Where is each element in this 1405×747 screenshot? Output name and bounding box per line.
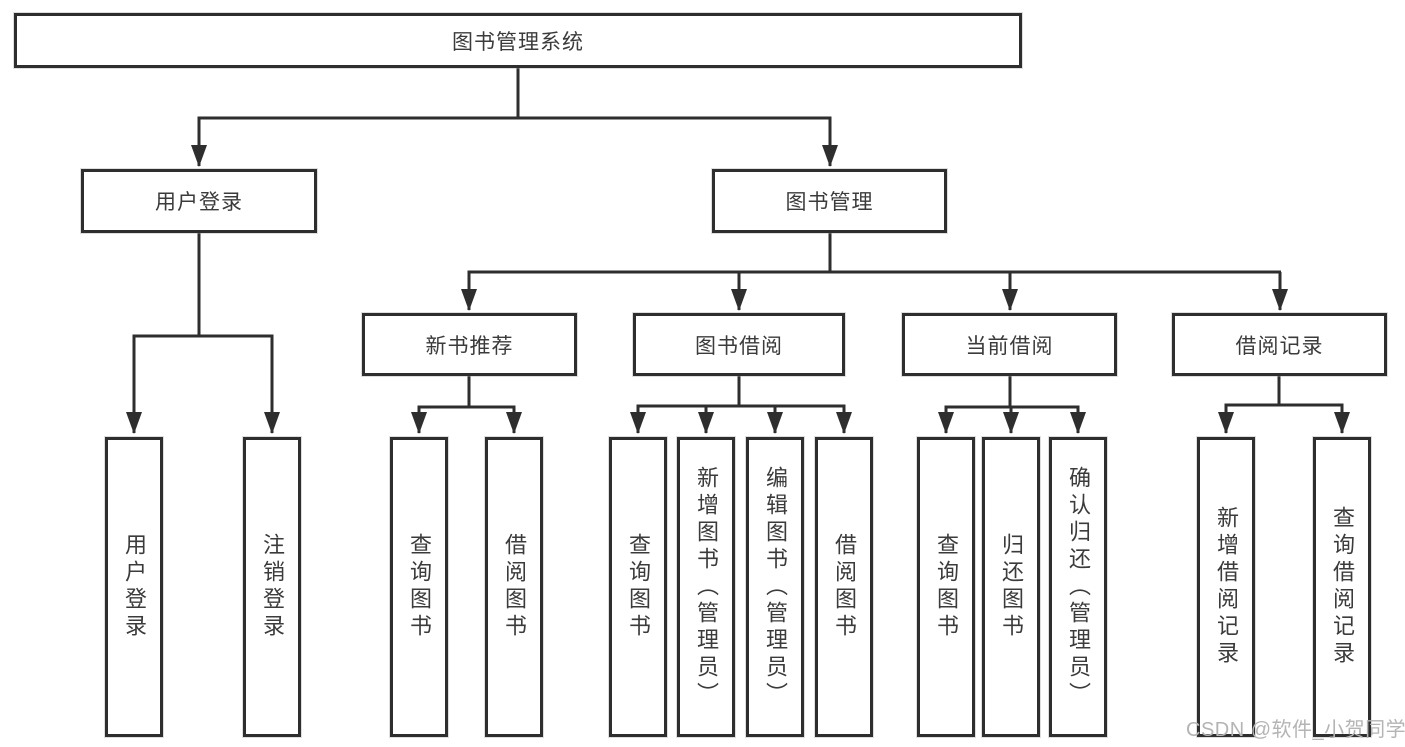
leaf-records-query-record: 查询借阅记录 [1313,437,1371,737]
node-current-borrowing: 当前借阅 [902,313,1117,376]
node-label: 借阅记录 [1235,334,1324,358]
leaf-borrow-borrow-books: 借阅图书 [815,437,873,737]
node-root-label: 图书管理系统 [452,30,584,54]
node-label: 当前借阅 [965,334,1054,358]
leaf-label: 借阅图书 [502,533,527,641]
leaf-label: 借阅图书 [832,533,857,641]
leaf-logout: 注销登录 [243,437,301,737]
leaf-records-add-record: 新增借阅记录 [1197,437,1255,737]
leaf-label: 查询借阅记录 [1330,506,1355,668]
leaf-user-login: 用户登录 [105,437,163,737]
leaf-label: 新增借阅记录 [1214,506,1239,668]
leaf-newbooks-borrow-books: 借阅图书 [485,437,543,737]
csdn-watermark: CSDN @软件_小贺同学 [1186,719,1405,741]
leaf-label: 注销登录 [260,533,285,641]
leaf-label: 查询图书 [934,533,959,641]
node-root-library-system: 图书管理系统 [14,13,1022,68]
node-book-borrowing: 图书借阅 [633,313,845,376]
node-label: 图书借阅 [695,334,783,358]
leaf-label: 归还图书 [999,533,1024,641]
node-new-book-recommend: 新书推荐 [362,313,577,376]
leaf-current-confirm-return-admin: 确认归还（管理员） [1049,437,1107,737]
node-label: 图书管理 [785,191,874,214]
node-label: 新书推荐 [425,334,514,358]
node-user-login-group: 用户登录 [81,169,317,233]
leaf-current-return-books: 归还图书 [982,437,1040,737]
leaf-label: 新增图书（管理员） [694,465,719,709]
leaf-borrow-query-books: 查询图书 [609,437,667,737]
leaf-newbooks-query-books: 查询图书 [390,437,448,737]
leaf-label: 查询图书 [407,533,432,641]
leaf-label: 查询图书 [626,533,651,641]
node-label: 用户登录 [155,191,243,214]
leaf-borrow-edit-books-admin: 编辑图书（管理员） [746,437,804,737]
node-borrowing-records: 借阅记录 [1172,313,1387,376]
leaf-label: 编辑图书（管理员） [763,465,788,709]
node-book-management: 图书管理 [712,169,947,233]
leaf-current-query-books: 查询图书 [917,437,975,737]
leaf-label: 用户登录 [122,533,147,641]
leaf-borrow-add-books-admin: 新增图书（管理员） [677,437,735,737]
leaf-label: 确认归还（管理员） [1066,465,1091,709]
